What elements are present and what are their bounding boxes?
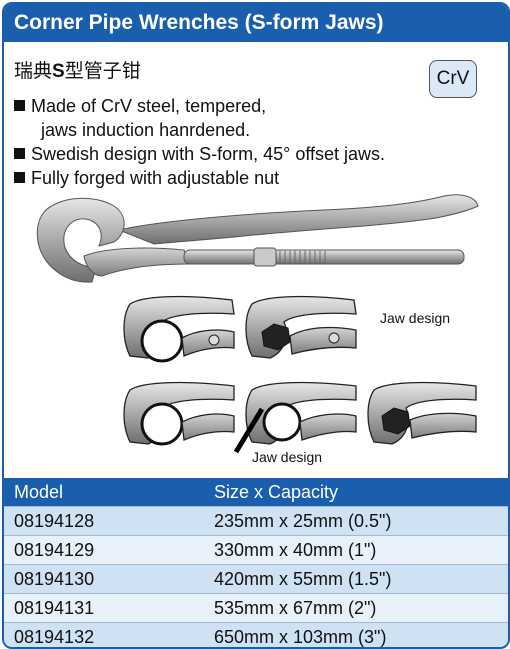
bullet-icon: [14, 100, 25, 111]
feature-list: Made of CrV steel, tempered, jaws induct…: [14, 94, 385, 190]
table-row: 08194128 235mm x 25mm (0.5"): [4, 506, 508, 535]
feature-item: Swedish design with S-form, 45° offset j…: [14, 142, 385, 166]
size-cell: 330mm x 40mm (1"): [214, 540, 377, 560]
model-cell: 08194128: [14, 511, 95, 531]
main-wrench-icon: [36, 194, 479, 283]
wrench-drawing: [36, 194, 479, 454]
model-cell: 08194129: [14, 540, 95, 560]
size-cell: 420mm x 55mm (1.5"): [214, 569, 392, 589]
jaw-detail-icon: [367, 381, 477, 445]
table-row: 08194129 330mm x 40mm (1"): [4, 535, 508, 564]
bullet-icon: [14, 172, 25, 183]
model-cell: 08194130: [14, 569, 95, 589]
column-header-model: Model: [14, 482, 64, 502]
specs-table: Model Size x Capacity 08194128 235mm x 2…: [4, 478, 508, 647]
feature-item: Fully forged with adjustable nut: [14, 166, 385, 190]
table-row: 08194130 420mm x 55mm (1.5"): [4, 564, 508, 593]
table-header-row: Model Size x Capacity: [4, 478, 508, 506]
pointer-line: [233, 407, 265, 454]
jaw-detail-icon: [123, 381, 235, 446]
model-cell: 08194131: [14, 598, 95, 618]
feature-item: Made of CrV steel, tempered,: [14, 94, 385, 118]
material-badge: CrV: [429, 60, 477, 98]
jaw-detail-icon: [245, 381, 357, 445]
model-cell: 08194132: [14, 627, 95, 647]
column-header-size: Size x Capacity: [214, 482, 339, 502]
page-title: Corner Pipe Wrenches (S-form Jaws): [4, 4, 508, 42]
product-illustration: Jaw design Jaw design: [4, 184, 508, 474]
jaw-design-label: Jaw design: [380, 310, 451, 326]
jaw-design-label: Jaw design: [252, 449, 323, 465]
jaw-detail-icon: [123, 295, 235, 363]
bullet-icon: [14, 148, 25, 159]
table-row: 08194132 650mm x 103mm (3"): [4, 622, 508, 647]
size-cell: 235mm x 25mm (0.5"): [214, 511, 392, 531]
size-cell: 535mm x 67mm (2"): [214, 598, 377, 618]
size-cell: 650mm x 103mm (3"): [214, 627, 387, 647]
chinese-subtitle: 瑞典S型管子钳: [14, 60, 141, 82]
feature-item-continuation: jaws induction hanrdened.: [41, 120, 251, 140]
table-row: 08194131 535mm x 67mm (2"): [4, 593, 508, 622]
jaw-detail-icon: [245, 295, 357, 359]
